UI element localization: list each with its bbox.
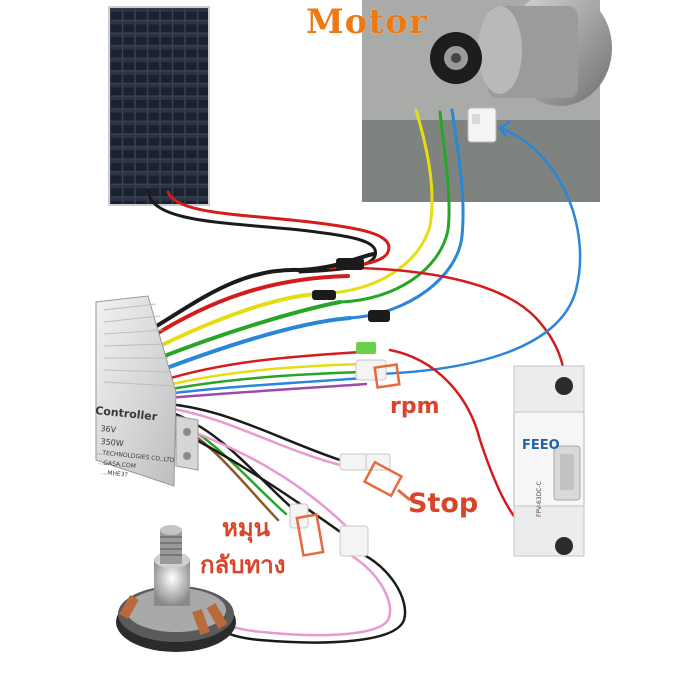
- motor-icon: [362, 0, 612, 202]
- breaker-model: FPV-63DC-C: [536, 481, 543, 517]
- motor-label: Motor: [306, 2, 428, 42]
- circuit-breaker-icon: [513, 365, 585, 557]
- reverse-label-line2: กลับทาง: [200, 551, 286, 579]
- controller-box-icon: [95, 295, 199, 487]
- highlight-boxes: [295, 363, 404, 557]
- potentiometer-icon: [116, 525, 236, 652]
- rpm-label: rpm: [390, 394, 440, 419]
- breaker-brand: FEEO: [522, 438, 560, 453]
- solar-panel-icon: [108, 6, 210, 206]
- stop-label: Stop: [408, 488, 479, 519]
- connector-icon: [289, 258, 391, 557]
- controller-voltage: 36V: [100, 424, 117, 435]
- stop-arrow: [397, 488, 411, 502]
- reverse-label-line1: หมุน: [222, 514, 271, 542]
